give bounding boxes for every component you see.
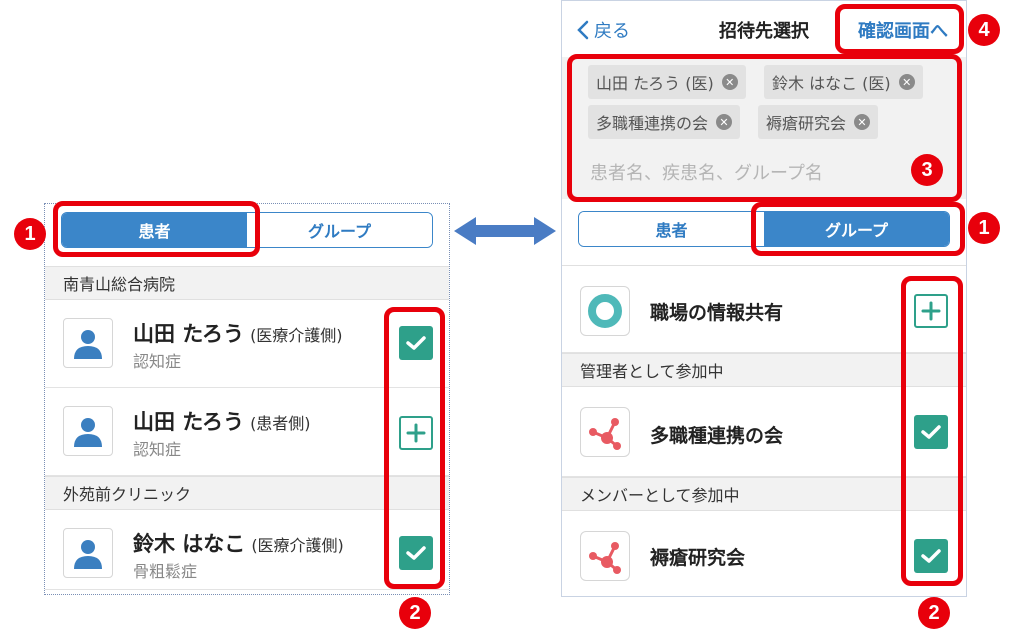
group-row[interactable]: 多職種連携の会 [562,387,966,477]
section-header-member: メンバーとして参加中 [562,477,966,511]
check-icon [406,546,426,560]
patient-name-text: 山田 たろう [133,410,245,434]
annotation-badge-4: 4 [968,14,1000,46]
checked-checkbox[interactable] [914,539,948,573]
checked-checkbox[interactable] [914,415,948,449]
invite-selection-panel: 戻る 招待先選択 確認画面へ 山田 たろう (医) ✕ 鈴木 はなこ (医) ✕ 多… [561,0,967,597]
annotation-box-4 [835,4,964,54]
remove-tag-icon[interactable]: ✕ [854,114,871,130]
patient-selection-panel: 患者 グループ 南青山総合病院 山田 たろう (医療介護側) 認知症 山田 たろう… [44,203,450,595]
add-button[interactable] [399,416,433,450]
ring-icon [580,286,630,336]
annotation-box-1-right [751,202,965,256]
group-name: 褥瘡研究会 [650,547,746,569]
patient-row[interactable]: 鈴木 はなこ (医療介護側) 骨粗鬆症 [45,510,449,590]
segment-control: 患者 グループ [578,211,950,247]
tag-label: 褥瘡研究会 [766,114,847,133]
patient-name: 山田 たろう (患者側) [133,406,311,436]
selected-tag[interactable]: 鈴木 はなこ (医) ✕ [764,65,923,99]
back-button[interactable]: 戻る [576,17,630,43]
checked-checkbox[interactable] [399,536,433,570]
person-icon [63,318,113,368]
patient-diagnosis: 骨粗鬆症 [133,562,198,581]
patient-row[interactable]: 山田 たろう (医療介護側) 認知症 [45,300,449,388]
selected-tags-area: 山田 たろう (医) ✕ 鈴木 はなこ (医) ✕ 多職種連携の会 ✕ 褥瘡研究会 ✕ [562,57,966,199]
tag-label: 多職種連携の会 [596,114,709,133]
person-icon [63,528,113,578]
group-name: 職場の情報共有 [650,302,784,324]
remove-tag-icon[interactable]: ✕ [721,74,738,90]
tag-label: 山田 たろう (医) [596,74,714,93]
remove-tag-icon[interactable]: ✕ [716,114,733,130]
annotation-box-2-left [384,307,445,589]
selected-tag[interactable]: 山田 たろう (医) ✕ [588,65,746,99]
patient-name-text: 山田 たろう [133,322,245,346]
annotation-box-1-left [53,201,260,257]
page-title: 招待先選択 [719,21,809,42]
segment-control: 患者 グループ [61,212,433,248]
patient-diagnosis: 認知症 [133,352,182,371]
patient-diagnosis: 認知症 [133,440,182,459]
annotation-badge-2-left: 2 [399,597,431,629]
section-header-clinic: 外苑前クリニック [45,476,449,510]
annotation-badge-1-right: 1 [968,212,1000,244]
section-header-admin: 管理者として参加中 [562,353,966,387]
back-label: 戻る [594,21,630,42]
check-icon [921,549,941,563]
checked-checkbox[interactable] [399,326,433,360]
patient-role: (患者側) [250,414,311,433]
check-icon [921,425,941,439]
selected-tag[interactable]: 褥瘡研究会 ✕ [758,105,879,139]
group-row[interactable]: 職場の情報共有 [562,265,966,353]
tab-patient[interactable]: 患者 [62,213,247,247]
remove-tag-icon[interactable]: ✕ [898,74,915,90]
network-icon [580,407,630,457]
group-row[interactable]: 褥瘡研究会 [562,511,966,596]
annotation-box-3 [567,54,962,202]
plus-icon [406,423,426,443]
confirm-button[interactable]: 確認画面へ [858,21,948,42]
patient-name-text: 鈴木 はなこ [133,532,246,556]
add-button[interactable] [914,294,948,328]
person-icon [63,406,113,456]
tab-group[interactable]: グループ [247,213,432,247]
annotation-badge-3: 3 [911,154,943,186]
selected-tag[interactable]: 多職種連携の会 ✕ [588,105,741,139]
plus-icon [921,301,941,321]
annotation-badge-1-left: 1 [14,218,46,250]
tab-patient[interactable]: 患者 [579,212,764,246]
patient-name: 山田 たろう (医療介護側) [133,318,343,348]
tab-group[interactable]: グループ [764,212,949,246]
section-header-hospital: 南青山総合病院 [45,266,449,300]
check-icon [406,336,426,350]
double-arrow-icon [454,217,556,245]
patient-role: (医療介護側) [251,536,344,555]
search-input[interactable]: 患者名、疾患名、グループ名 [590,163,823,184]
group-name: 多職種連携の会 [650,425,784,447]
patient-name: 鈴木 はなこ (医療介護側) [133,528,344,558]
chevron-left-icon [577,20,589,40]
patient-role: (医療介護側) [250,326,343,345]
network-icon [580,531,630,581]
tag-label: 鈴木 はなこ (医) [772,74,891,93]
patient-row[interactable]: 山田 たろう (患者側) 認知症 [45,388,449,476]
annotation-box-2-right [901,276,963,586]
annotation-badge-2-right: 2 [918,597,950,629]
